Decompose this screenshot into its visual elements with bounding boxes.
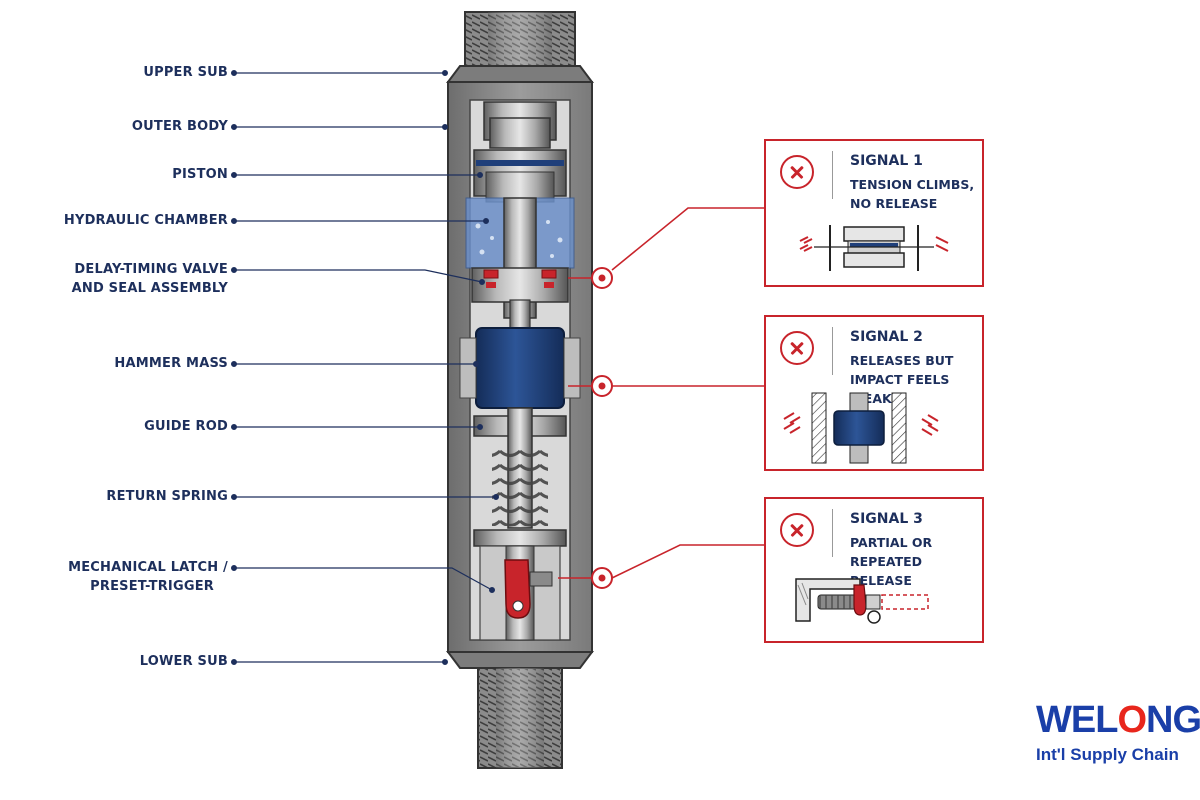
signal-callout-lines bbox=[558, 207, 764, 579]
welong-logo: WELONG Int'l Supply Chain bbox=[1022, 677, 1200, 800]
label-delay-valve-line1: DELAY-TIMING VALVE bbox=[74, 262, 228, 277]
signal-3-description: PARTIAL OR REPEATED RELEASE bbox=[850, 535, 933, 588]
label-delay-valve-line2: AND SEAL ASSEMBLY bbox=[71, 281, 228, 296]
x-circle-icon bbox=[780, 155, 814, 189]
callout-marker-1 bbox=[591, 267, 613, 289]
label-latch-line1: MECHANICAL LATCH / bbox=[68, 560, 228, 575]
callout-marker-2 bbox=[591, 375, 613, 397]
label-guide-rod: GUIDE ROD bbox=[144, 419, 228, 434]
tool-body bbox=[446, 11, 594, 769]
label-hammer-mass: HAMMER MASS bbox=[114, 356, 228, 371]
logo-tagline: Int'l Supply Chain bbox=[1036, 745, 1179, 764]
card-divider bbox=[832, 151, 833, 199]
label-piston: PISTON bbox=[172, 167, 228, 182]
card-divider bbox=[832, 327, 833, 375]
signal-3-title: SIGNAL 3 bbox=[850, 511, 923, 527]
label-leader-lines bbox=[231, 69, 500, 665]
latch-slip-illustration bbox=[795, 578, 929, 624]
label-outer-body: OUTER BODY bbox=[131, 119, 228, 134]
seal-jam-illustration bbox=[799, 225, 949, 271]
signal-card-3: SIGNAL 3 PARTIAL OR REPEATED RELEASE bbox=[764, 497, 984, 643]
x-circle-icon bbox=[780, 331, 814, 365]
callout-marker-3 bbox=[591, 567, 613, 589]
signal-card-2: SIGNAL 2 RELEASES BUT IMPACT FEELS WEAK bbox=[764, 315, 984, 471]
label-upper-sub: UPPER SUB bbox=[143, 65, 228, 80]
label-hydraulic-chamber: HYDRAULIC CHAMBER bbox=[63, 213, 228, 228]
x-circle-icon bbox=[780, 513, 814, 547]
signal-card-1: SIGNAL 1 TENSION CLIMBS, NO RELEASE bbox=[764, 139, 984, 287]
label-latch-line2: PRESET-TRIGGER bbox=[90, 579, 214, 594]
label-return-spring: RETURN SPRING bbox=[106, 489, 228, 504]
signal-1-title: SIGNAL 1 bbox=[850, 153, 923, 169]
signal-2-description: RELEASES BUT IMPACT FEELS WEAK bbox=[850, 353, 954, 406]
label-lower-sub: LOWER SUB bbox=[139, 654, 228, 669]
card-divider bbox=[832, 509, 833, 557]
signal-1-description: TENSION CLIMBS, NO RELEASE bbox=[850, 177, 975, 211]
logo-wordmark: WELONG bbox=[1036, 699, 1200, 741]
weak-impact-illustration bbox=[783, 392, 939, 464]
signal-2-title: SIGNAL 2 bbox=[850, 329, 923, 345]
